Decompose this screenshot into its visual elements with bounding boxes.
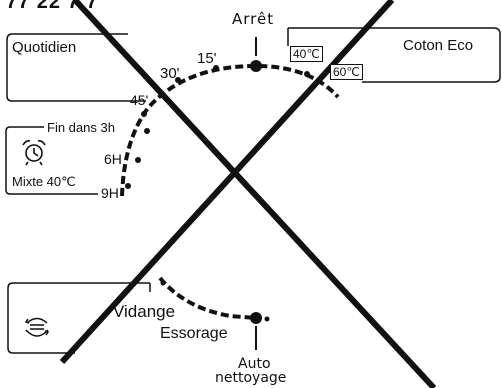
drain-label: Vidange xyxy=(113,302,176,321)
spin-dot xyxy=(160,280,166,286)
dial-dot xyxy=(125,183,131,189)
timer-dial-arc xyxy=(120,63,340,197)
delay-frame xyxy=(5,126,98,195)
spin-position-marker xyxy=(250,312,262,324)
program-quotidien-label: Quotidien xyxy=(12,39,77,56)
cross-out-line xyxy=(59,0,395,365)
delay-6h-label: 6H xyxy=(104,151,122,167)
dial-dot xyxy=(141,111,147,117)
spin-label: Essorage xyxy=(160,325,228,342)
dial-dot xyxy=(144,128,150,134)
spin-dot xyxy=(264,316,270,322)
finish-in-label: Fin dans 3h xyxy=(47,120,115,135)
dial-dot xyxy=(175,77,181,83)
spin-dial-arc xyxy=(158,276,257,320)
stop-position-marker xyxy=(250,60,262,72)
mode-mixte-label: Mixte 40℃ xyxy=(12,174,76,189)
coton-eco-frame xyxy=(287,27,501,83)
cross-out-line xyxy=(72,0,437,388)
temperature-40-badge: 40℃ xyxy=(290,46,323,62)
dial-dot xyxy=(304,71,310,77)
auto-clean-label-line2: nettoyage xyxy=(215,370,287,386)
stop-label: Arrêt xyxy=(232,10,275,28)
program-coton-eco-label: Coton Eco xyxy=(403,37,474,54)
spin-frame xyxy=(7,282,151,354)
dial-dot xyxy=(213,65,219,71)
drum-clean-icon xyxy=(24,317,50,337)
dial-dot xyxy=(135,157,141,163)
panel-title-fragment: 77 22 7 7 xyxy=(6,0,99,13)
time-mark-45: 45' xyxy=(130,92,149,108)
time-mark-15: 15' xyxy=(197,50,217,67)
delay-9h-label: 9H xyxy=(101,185,119,201)
time-mark-30: 30' xyxy=(160,65,180,82)
temperature-60-badge: 60℃ xyxy=(330,64,363,80)
auto-clean-label-line1: Auto xyxy=(238,356,271,372)
alarm-clock-icon xyxy=(22,140,46,166)
